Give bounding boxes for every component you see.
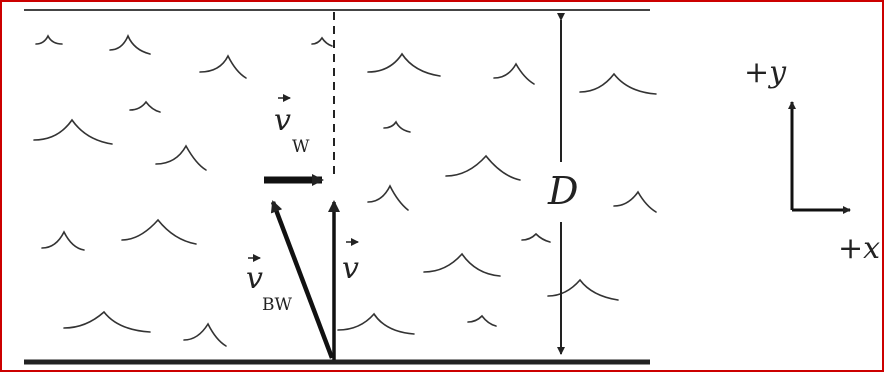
label-v-bw: v BW (246, 254, 292, 315)
wave-mark (35, 34, 63, 45)
wave-mark (467, 314, 497, 327)
wave-mark (311, 36, 333, 47)
label-v-w-sub: W (292, 137, 310, 157)
wave-mark (383, 120, 411, 133)
wave-mark (445, 154, 521, 181)
water-waves (33, 33, 657, 347)
wave-mark (579, 72, 657, 95)
axis-x-label: +x (838, 231, 880, 266)
wave-mark (33, 118, 113, 145)
wave-mark (613, 190, 657, 213)
label-v-bw-letter: v (246, 261, 263, 296)
wave-mark (183, 322, 227, 347)
wave-mark (493, 62, 535, 85)
wave-mark (547, 278, 619, 301)
wave-mark (367, 52, 441, 77)
wave-mark (63, 310, 151, 333)
wave-mark (337, 312, 415, 335)
wave-mark (199, 54, 247, 79)
axis-y-label: +y (744, 55, 787, 90)
label-v-w: v W (274, 94, 310, 157)
wave-mark (423, 252, 501, 277)
label-v: v (342, 238, 359, 286)
label-v-w-letter: v (274, 103, 291, 138)
wave-mark (129, 100, 161, 113)
v-bw-arrow (270, 200, 335, 359)
label-v-bw-sub: BW (262, 295, 292, 315)
wave-mark (109, 33, 151, 55)
wave-mark (155, 144, 207, 171)
wave-mark (521, 232, 551, 243)
wave-mark (121, 218, 197, 245)
label-distance: D (547, 169, 578, 213)
axes-indicator: +y +x (744, 55, 880, 266)
wave-mark (41, 230, 85, 251)
wave-mark (367, 184, 409, 211)
label-v-letter: v (342, 251, 359, 286)
